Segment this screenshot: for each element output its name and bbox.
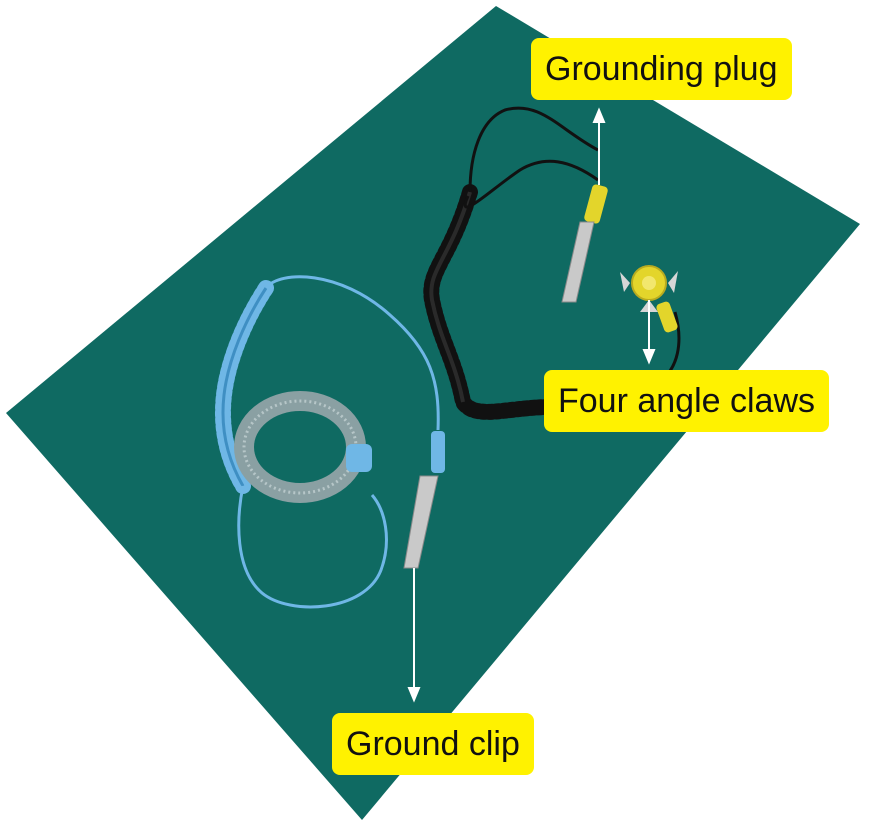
- grounding-plug-assembly: [561, 184, 608, 303]
- arrow-ground-clip-head: [407, 687, 421, 703]
- silver-clip: [561, 221, 595, 303]
- claw-right: [668, 271, 678, 293]
- label-ground-clip: Ground clip: [332, 713, 534, 775]
- wrist-band: [234, 391, 372, 503]
- blue-coiled-cord: [215, 275, 445, 609]
- ground-clip-silver: [403, 475, 439, 569]
- label-four-angle-claws: Four angle claws: [544, 370, 830, 432]
- arrows: [407, 107, 656, 703]
- esd-mat: [6, 6, 860, 820]
- blue-connector: [431, 431, 445, 473]
- arrow-grounding-plug-head: [592, 107, 606, 123]
- yellow-connector: [656, 301, 678, 333]
- wrist-snap: [346, 444, 372, 472]
- label-grounding-plug: Grounding plug: [531, 38, 792, 100]
- yellow-plug: [584, 184, 608, 224]
- claw-left: [620, 272, 630, 292]
- arrow-four-angle-claws-head: [642, 349, 656, 365]
